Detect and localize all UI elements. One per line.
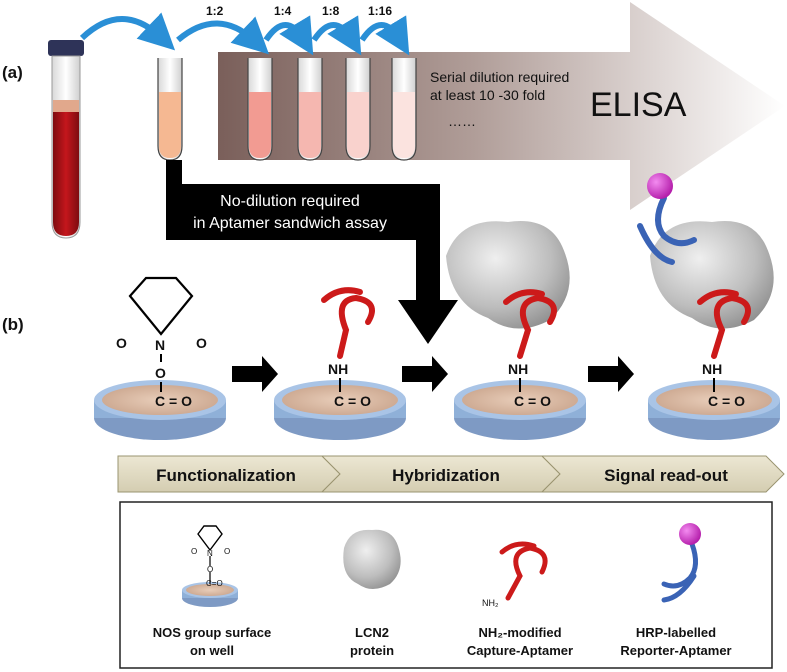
- hrp-icon: [647, 173, 673, 199]
- nh-3: NH: [508, 361, 528, 377]
- process-arrow-3: [588, 356, 634, 392]
- no-dilution-line1: No-dilution required: [220, 193, 360, 210]
- legend-nos-well-icon: [182, 525, 238, 607]
- dilution-ratio-2: 1:4: [274, 4, 292, 18]
- capture-aptamer-icon: [503, 289, 557, 359]
- serial-note-line1: Serial dilution required: [430, 69, 569, 85]
- stage-label-2: Hybridization: [392, 466, 500, 485]
- nh-4: NH: [702, 361, 722, 377]
- carbonyl-1: C = O: [155, 393, 192, 409]
- legend-hrp-icon: [679, 523, 701, 545]
- capture-aptamer-icon: [321, 287, 375, 359]
- legend-reporter-aptamer-icon: [661, 541, 698, 603]
- well-2-capture: [274, 380, 406, 440]
- legend-label-1a: NOS group surface: [153, 625, 271, 640]
- stage-label-1: Functionalization: [156, 466, 296, 485]
- legend-label-4b: Reporter-Aptamer: [620, 643, 731, 658]
- dilution-tube-1-icon: [247, 58, 273, 161]
- carbonyl-3: C = O: [514, 393, 551, 409]
- legend-label-2a: LCN2: [355, 625, 389, 640]
- nh-2: NH: [328, 361, 348, 377]
- legend-nh2-tag: NH₂: [482, 598, 499, 608]
- well-1-nos-surface: [94, 276, 226, 440]
- nos-o-left: O: [116, 335, 127, 351]
- elisa-label: ELISA: [590, 86, 687, 124]
- stage-bar: [117, 455, 785, 493]
- panel-a-label: (a): [2, 63, 23, 82]
- legend-mini-o-left: O: [191, 547, 197, 556]
- well-3-hybridized: [454, 380, 586, 440]
- carbonyl-4: C = O: [708, 393, 745, 409]
- legend-capture-aptamer-icon: [499, 541, 548, 601]
- panel-b-label: (b): [2, 315, 24, 334]
- legend-label-4a: HRP-labelled: [636, 625, 716, 640]
- legend-mini-o-right: O: [224, 547, 230, 556]
- process-arrow-1: [232, 356, 278, 392]
- ellipsis: ……: [448, 113, 476, 129]
- well-4-readout: [648, 380, 780, 440]
- no-dilution-line2: in Aptamer sandwich assay: [193, 215, 387, 232]
- legend-label-3a: NH₂-modified: [478, 625, 561, 640]
- stage-signal-readout: [540, 455, 785, 493]
- dilution-ratio-3: 1:8: [322, 4, 340, 18]
- capture-aptamer-icon: [697, 289, 751, 359]
- dilution-tube-4-icon: [391, 58, 417, 161]
- nos-o-bridge: O: [155, 365, 166, 381]
- dilution-tube-2-icon: [297, 58, 323, 161]
- reporter-aptamer-icon: [637, 195, 697, 265]
- legend-label-3b: Capture-Aptamer: [467, 643, 573, 658]
- dilution-tube-3-icon: [345, 58, 371, 161]
- legend-mini-n: N: [207, 549, 213, 558]
- no-dilution-arrow: [166, 160, 458, 344]
- transfer-arrows: [79, 12, 410, 56]
- dilution-ratio-4: 1:16: [368, 4, 392, 18]
- nos-n: N: [155, 337, 165, 353]
- blood-tube-icon: [48, 40, 84, 239]
- legend-lcn2-protein-icon: [343, 529, 401, 589]
- stage-label-3: Signal read-out: [604, 466, 728, 485]
- dilution-ratio-1: 1:2: [206, 4, 224, 18]
- lcn2-protein-icon: [446, 221, 570, 329]
- nos-o-right: O: [196, 335, 207, 351]
- carbonyl-2: C = O: [334, 393, 371, 409]
- plasma-tube-icon: [157, 58, 183, 161]
- process-arrow-2: [402, 356, 448, 392]
- legend-label-1b: on well: [190, 643, 234, 658]
- serial-note-line2: at least 10 -30 fold: [430, 87, 545, 103]
- legend-mini-carbonyl: C=O: [206, 579, 223, 588]
- legend-label-2b: protein: [350, 643, 394, 658]
- legend-mini-o-bridge: O: [207, 565, 213, 574]
